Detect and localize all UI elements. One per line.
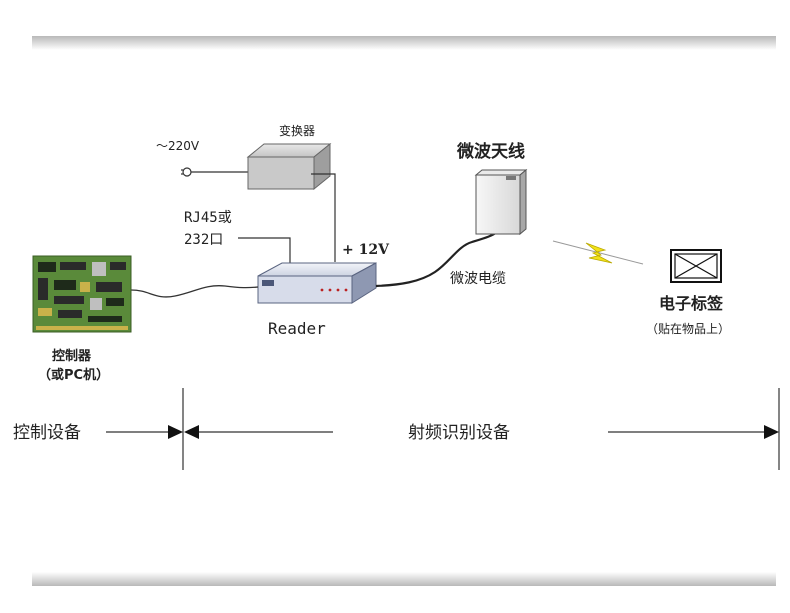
section-rfid-label: 射频识别设备 <box>408 423 510 443</box>
cable-label: 微波电缆 <box>450 271 506 287</box>
interface-pointer <box>238 237 291 266</box>
power-plug-icon <box>181 167 192 177</box>
section-control-label: 控制设备 <box>13 423 81 443</box>
microwave-cable <box>375 231 498 288</box>
converter-label: 变换器 <box>279 123 315 138</box>
top-frame-shadow <box>32 36 776 50</box>
rfid-reader-icon <box>257 262 377 304</box>
rfid-arrow-left <box>184 425 199 439</box>
controller-label-line1: 控制器 <box>52 348 92 364</box>
lightning-signal-icon <box>552 240 644 265</box>
interface-label-line2: 232口 <box>184 232 223 248</box>
antenna-label: 微波天线 <box>456 141 525 162</box>
circuit-board-icon <box>32 255 132 333</box>
voltage-label: + 12V <box>342 242 390 258</box>
controller-label-line2: （或PC机） <box>38 367 109 383</box>
controller-to-reader-cable <box>130 285 259 298</box>
power-adapter-icon <box>246 142 332 191</box>
microwave-antenna-icon <box>474 168 528 236</box>
tag-label: 电子标签 <box>659 294 724 313</box>
rfid-arrow-right <box>764 425 779 439</box>
power-label: ～220V <box>156 139 200 153</box>
bottom-frame-shadow <box>32 572 776 586</box>
reader-label: Reader <box>268 319 326 338</box>
electronic-tag-icon <box>670 249 722 283</box>
converter-to-reader-cable <box>311 173 336 262</box>
tag-sublabel: （贴在物品上） <box>646 322 730 336</box>
control-arrow-right <box>168 425 183 439</box>
interface-label-line1: RJ45或 <box>184 210 232 226</box>
